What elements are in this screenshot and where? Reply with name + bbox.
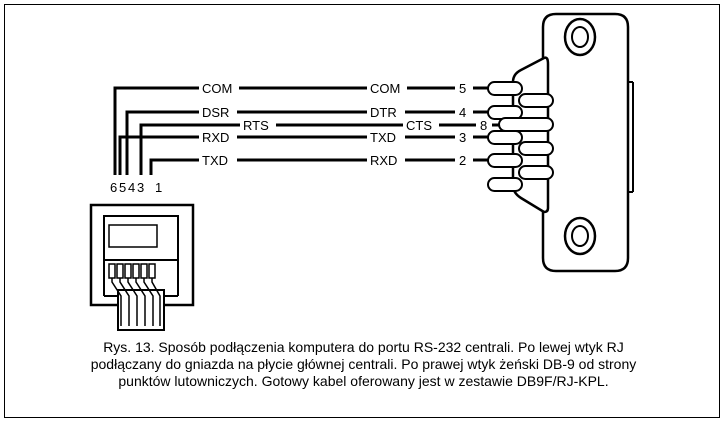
rj-pin-6: 6 bbox=[110, 180, 117, 195]
wire-rts-cts bbox=[139, 123, 499, 175]
label-cts: CTS bbox=[406, 118, 432, 133]
label-pin-5: 5 bbox=[459, 81, 466, 96]
wire-com bbox=[113, 86, 488, 175]
label-txd-left: TXD bbox=[202, 153, 228, 168]
rj-pin-5: 5 bbox=[119, 180, 126, 195]
rj-pin-1: 1 bbox=[155, 180, 162, 195]
rj-pin-3: 3 bbox=[137, 180, 144, 195]
caption-line-3: punktów lutowniczych. Gotowy kabel ofero… bbox=[118, 373, 609, 389]
wiring-diagram: COM COM 5 DSR DTR 4 RTS CTS 8 RXD TXD 3 … bbox=[89, 12, 634, 331]
label-com-left: COM bbox=[202, 81, 232, 96]
label-pin-4: 4 bbox=[459, 105, 466, 120]
caption-line-1: Rys. 13. Sposób podłączenia komputera do… bbox=[103, 339, 624, 355]
rj-pin-4: 4 bbox=[128, 180, 135, 195]
label-pin-8: 8 bbox=[480, 118, 487, 133]
label-rxd-mid: RXD bbox=[370, 153, 397, 168]
figure-frame bbox=[4, 4, 720, 418]
label-com-mid: COM bbox=[370, 81, 400, 96]
label-dtr: DTR bbox=[370, 105, 397, 120]
label-pin-2: 2 bbox=[459, 153, 466, 168]
figure-caption: Rys. 13. Sposób podłączenia komputera do… bbox=[10, 339, 717, 390]
label-pin-3: 3 bbox=[459, 130, 466, 145]
label-dsr: DSR bbox=[202, 105, 229, 120]
rj-connector-icon bbox=[89, 203, 195, 331]
caption-line-2: podłączany do gniazda na płycie głównej … bbox=[90, 356, 637, 372]
label-rxd-left: RXD bbox=[202, 130, 229, 145]
db9-connector-icon bbox=[487, 12, 634, 273]
label-rts: RTS bbox=[243, 118, 269, 133]
label-txd-mid: TXD bbox=[370, 130, 396, 145]
wire-rxd-txd bbox=[118, 135, 488, 175]
